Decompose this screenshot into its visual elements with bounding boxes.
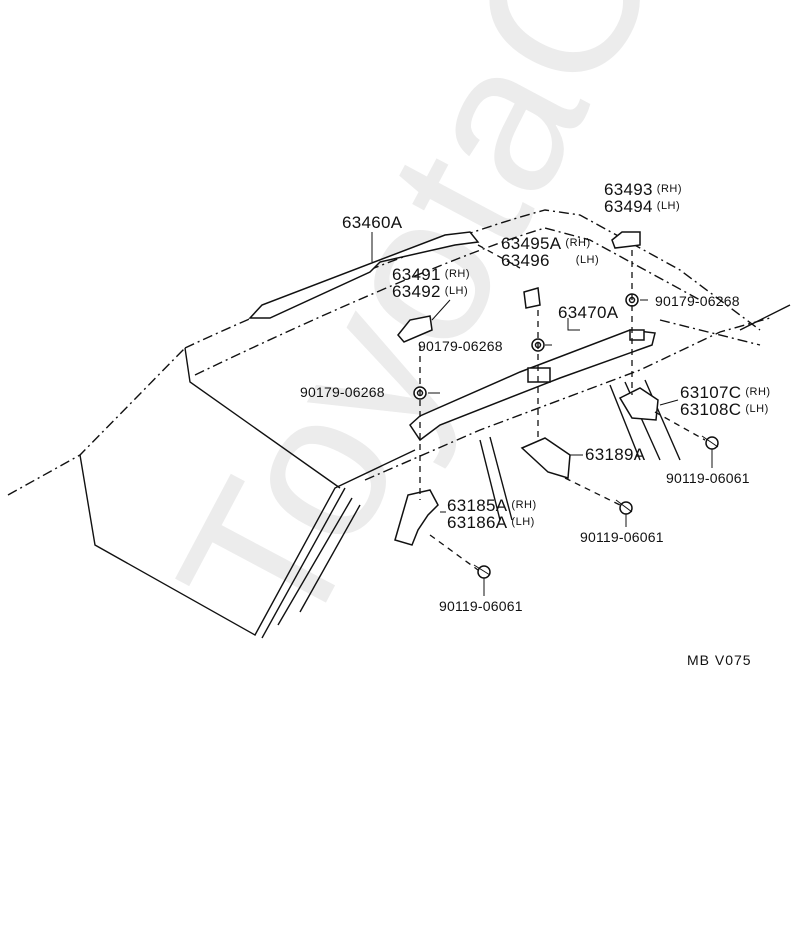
bracket-63189A	[520, 437, 571, 479]
part-number: 63185A	[447, 496, 508, 515]
bolt-icon	[473, 564, 491, 579]
side-marker: (LH)	[575, 254, 600, 266]
part-label-63108C: 63108C(LH)	[680, 401, 769, 418]
bracket-63107C	[618, 387, 659, 421]
part-label-63107C: 63107C(RH)	[680, 384, 771, 401]
side-marker: (LH)	[656, 200, 681, 212]
part-number: 63496	[501, 251, 550, 270]
part-number: 63493	[604, 180, 653, 199]
fastener-label-90179-06268: 90179-06268	[655, 293, 740, 309]
part-number: 63470A	[558, 303, 619, 322]
fastener-label-90179-06268: 90179-06268	[418, 338, 503, 354]
side-marker: (LH)	[745, 403, 769, 415]
assembly-guide-lines	[419, 244, 706, 571]
part-number: 63460A	[342, 213, 403, 232]
end-cap-63491	[397, 315, 433, 343]
side-marker: (RH)	[656, 183, 682, 195]
fastener-label-90119-06061: 90119-06061	[580, 529, 664, 545]
bolt-icon	[701, 435, 719, 450]
part-label-63185A: 63185A(RH)	[447, 497, 537, 514]
part-number: 63108C	[680, 400, 742, 419]
side-marker: (LH)	[511, 516, 535, 528]
bracket-63185A	[394, 489, 439, 546]
part-number: 63494	[604, 197, 653, 216]
end-cap-63493	[611, 231, 641, 249]
part-label-63493: 63493(RH)	[604, 181, 682, 198]
part-number: 63189A	[585, 445, 646, 464]
spacer-63495A	[523, 287, 541, 309]
part-label-63186A: 63186A(LH)	[447, 514, 535, 531]
diagram-code: MB V075	[687, 652, 752, 668]
side-marker: (RH)	[745, 386, 771, 398]
fastener-label-90119-06061: 90119-06061	[666, 470, 750, 486]
part-number: 63186A	[447, 513, 508, 532]
side-marker: (RH)	[444, 268, 470, 280]
fastener-label-90179-06268: 90179-06268	[300, 384, 385, 400]
side-marker: (LH)	[444, 285, 469, 297]
side-marker: (RH)	[511, 499, 537, 511]
part-label-63492: 63492(LH)	[392, 283, 468, 300]
part-label-63496: 63496 (LH)	[501, 252, 599, 269]
part-label-63494: 63494(LH)	[604, 198, 680, 215]
part-label-63491: 63491(RH)	[392, 266, 470, 283]
fastener-label-90119-06061: 90119-06061	[439, 598, 523, 614]
part-label-63460A: 63460A	[342, 214, 402, 231]
bolt-icon	[615, 499, 633, 515]
part-number: 63492	[392, 282, 441, 301]
side-marker: (RH)	[565, 237, 591, 249]
front-roof-rail-63460A	[248, 231, 480, 319]
part-label-63189A: 63189A	[585, 446, 645, 463]
part-label-63495A: 63495A(RH)	[501, 235, 591, 252]
rear-cross-rail-63470A	[409, 318, 656, 442]
part-label-63470A: 63470A	[558, 304, 618, 321]
part-number: 63107C	[680, 383, 742, 402]
part-number: 63495A	[501, 234, 562, 253]
leader-lines	[428, 299, 713, 596]
part-number: 63491	[392, 265, 441, 284]
